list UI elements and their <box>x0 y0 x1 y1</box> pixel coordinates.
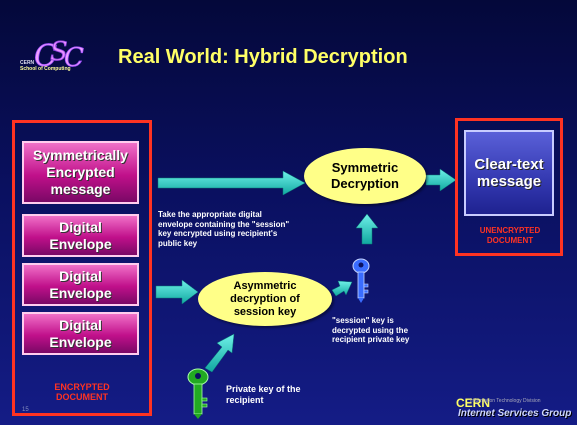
encrypted-document-label: ENCRYPTED DOCUMENT <box>54 382 110 402</box>
svg-text:C: C <box>34 39 57 74</box>
division-label: Information Technology Division <box>470 398 541 404</box>
encrypted-document-frame <box>12 120 152 416</box>
arrow-icon <box>425 168 457 192</box>
symmetric-encrypted-message-box: Symmetrically Encrypted message <box>22 141 139 204</box>
svg-text:C: C <box>64 43 84 73</box>
digital-envelope-label: Digital Envelope <box>49 316 112 350</box>
symmetric-decryption-ellipse: Symmetric Decryption <box>304 148 426 204</box>
symmetric-encrypted-message-label: Symmetrically Encrypted message <box>33 147 128 197</box>
arrow-icon <box>204 333 235 373</box>
digital-envelope-box: Digital Envelope <box>22 214 139 257</box>
csc-logo-icon: C S C <box>34 37 85 75</box>
arrow-icon <box>157 170 306 196</box>
logo-line-2: School of Computing <box>20 66 71 72</box>
session-key-note: "session" key is decrypted using the rec… <box>332 316 410 344</box>
envelope-note: Take the appropriate digital envelope co… <box>158 210 290 248</box>
cern-label: CERN <box>456 396 491 410</box>
arrow-icon <box>355 213 379 245</box>
slide-number: 15 <box>22 407 29 413</box>
blue-key-icon <box>352 258 370 303</box>
green-key-icon <box>187 368 209 419</box>
group-label: Internet Services Group <box>458 408 572 419</box>
asymmetric-decryption-label: Asymmetric decryption of session key <box>230 279 300 318</box>
clear-text-message-box: Clear-text message <box>464 130 554 216</box>
svg-text:S: S <box>50 37 68 67</box>
unencrypted-document-frame <box>455 118 563 256</box>
digital-envelope-label: Digital Envelope <box>49 267 112 301</box>
clear-text-message-label: Clear-text message <box>474 156 544 190</box>
page-title: Real World: Hybrid Decryption <box>118 46 408 68</box>
arrow-icon <box>331 280 353 297</box>
logo-line-1: CERN <box>20 60 35 66</box>
asymmetric-decryption-ellipse: Asymmetric decryption of session key <box>198 272 332 326</box>
arrow-icon <box>155 279 199 305</box>
logo-caption: CERN School of Computing <box>20 60 100 72</box>
unencrypted-document-label: UNENCRYPTED DOCUMENT <box>479 226 541 245</box>
symmetric-decryption-label: Symmetric Decryption <box>331 160 399 191</box>
digital-envelope-box: Digital Envelope <box>22 263 139 306</box>
digital-envelope-box: Digital Envelope <box>22 312 139 355</box>
digital-envelope-label: Digital Envelope <box>49 218 112 252</box>
private-key-note: Private key of the recipient <box>226 384 301 405</box>
